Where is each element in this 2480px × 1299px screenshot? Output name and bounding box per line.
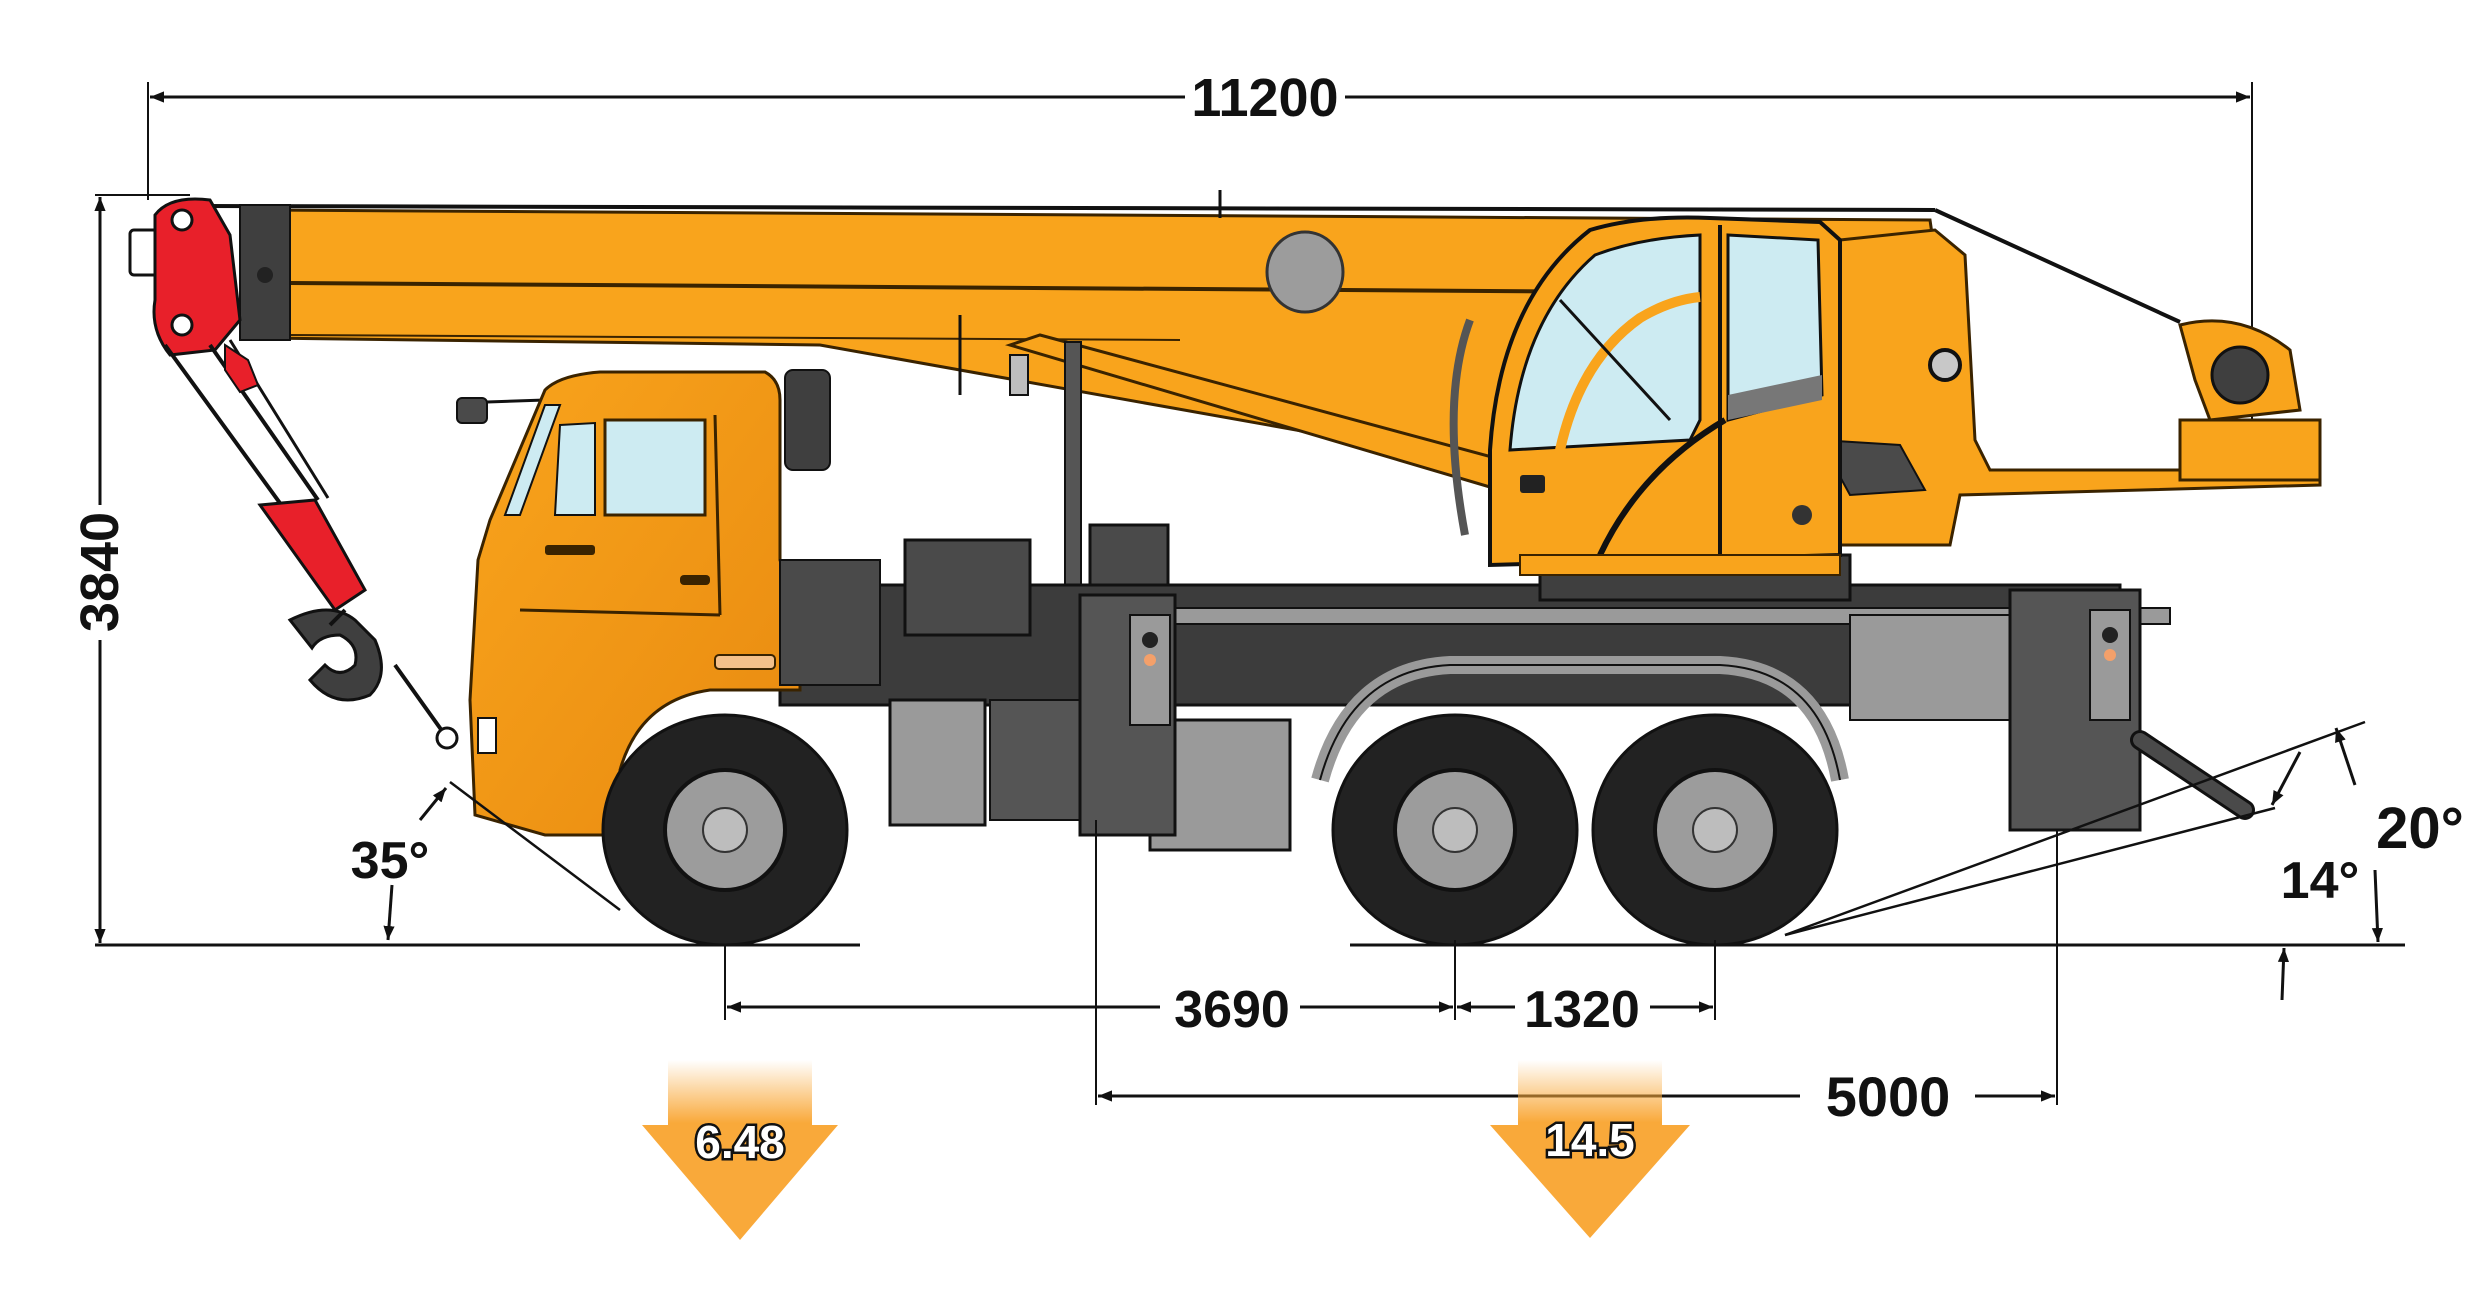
departure-angle-outer-label: 20°	[2376, 796, 2464, 861]
truck-cab	[456, 369, 881, 837]
overall-height-label: 3840	[70, 512, 130, 632]
dimension-axles: 3690 1320	[724, 940, 1716, 1039]
overall-length-label: 11200	[1191, 68, 1338, 128]
approach-angle: 35°	[351, 781, 621, 941]
front-axle-load-label: 6.48	[695, 1116, 785, 1168]
departure-angle-inner-label: 14°	[2281, 852, 2360, 910]
truck-chassis	[778, 523, 2255, 852]
rear-axle-spacing-label: 1320	[1524, 981, 1640, 1039]
rear-bogie-load-label: 14.5	[1545, 1114, 1635, 1166]
axle-load-front: 6.48	[642, 1060, 838, 1240]
axle-load-rear: 14.5	[1490, 1060, 1690, 1238]
rear-wheel-1	[1331, 713, 1579, 947]
rear-wheel-2	[1591, 713, 1839, 947]
boom-head-pulley	[128, 197, 330, 512]
wheelbase-label: 3690	[1174, 981, 1290, 1039]
front-wheel	[601, 713, 849, 947]
outrigger-base-label: 5000	[1826, 1065, 1951, 1128]
crane-superstructure	[1449, 215, 2322, 602]
approach-angle-label: 35°	[351, 832, 430, 890]
dimension-overall-length: 11200	[147, 68, 2253, 460]
dimension-outrigger-base: 5000	[1095, 820, 2058, 1128]
dimension-overall-height: 3840	[70, 194, 190, 943]
hook-block	[257, 498, 459, 750]
departure-angles: 14° 20°	[1784, 720, 2464, 1001]
